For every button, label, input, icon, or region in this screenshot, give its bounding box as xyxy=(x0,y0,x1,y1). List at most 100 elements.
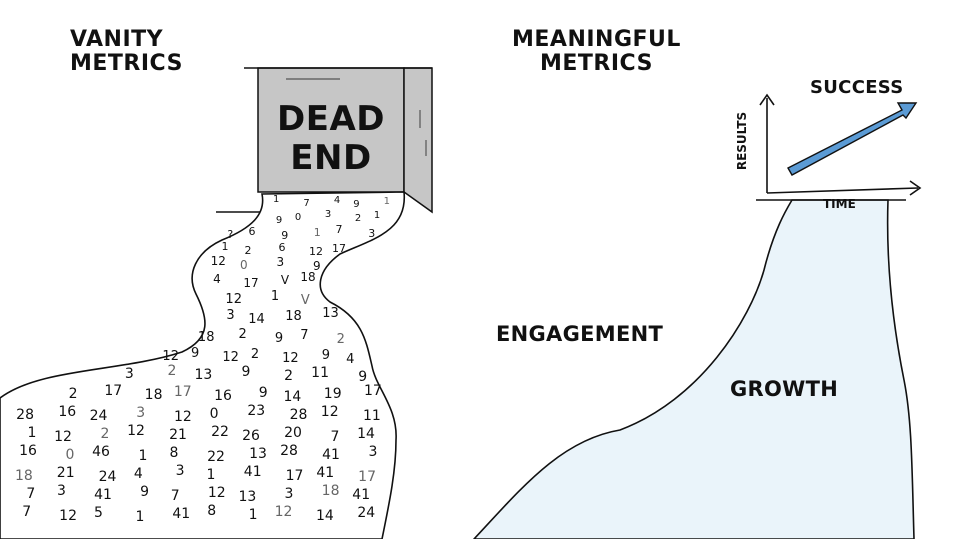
meaningful-metrics-heading: MEANINGFUL METRICS xyxy=(512,28,681,76)
stream-number: 1 xyxy=(384,196,390,207)
success-label: SUCCESS xyxy=(810,77,904,98)
stream-number: ? xyxy=(227,228,233,241)
stream-number: 16 xyxy=(19,443,37,459)
stream-number: 9 xyxy=(191,346,199,361)
stream-number: 18 xyxy=(285,309,302,324)
stream-number: 26 xyxy=(242,428,260,444)
stream-number: 17 xyxy=(104,383,122,399)
stream-number: 3 xyxy=(57,483,66,499)
wall-label-line: END xyxy=(290,138,372,178)
stream-number: 24 xyxy=(99,469,117,485)
stream-number: 18 xyxy=(322,483,340,499)
stream-number: 2 xyxy=(355,213,361,224)
stream-number: 7 xyxy=(22,504,31,520)
stream-number: 4 xyxy=(346,352,354,367)
stream-number: 41 xyxy=(94,487,112,503)
stream-number: 1 xyxy=(374,210,380,221)
stream-number: 12 xyxy=(127,423,145,439)
stream-number: 22 xyxy=(207,449,225,465)
heading-line: MEANINGFUL xyxy=(512,27,681,52)
stream-number: V xyxy=(301,293,310,308)
stream-number: 2 xyxy=(238,327,246,342)
stream-number: 2 xyxy=(284,368,293,384)
stream-number: 1 xyxy=(139,448,148,464)
stream-number: 12 xyxy=(174,409,192,425)
stream-number: 46 xyxy=(92,444,110,460)
stream-number: 41 xyxy=(322,447,340,463)
stream-number: 9 xyxy=(322,348,330,363)
stream-number: 7 xyxy=(303,198,309,209)
stream-number: 17 xyxy=(358,469,376,485)
stream-number: 9 xyxy=(242,364,251,380)
stream-number: 2 xyxy=(101,426,110,442)
stream-number: 12 xyxy=(321,404,339,420)
stream-number: 22 xyxy=(211,424,229,440)
stream-number: 17 xyxy=(243,276,258,290)
stream-number: 4 xyxy=(134,466,143,482)
stream-number: 4 xyxy=(213,272,221,286)
stream-number: 6 xyxy=(249,225,256,238)
stream-number: 18 xyxy=(15,468,33,484)
stream-number: 41 xyxy=(244,464,262,480)
stream-number: 11 xyxy=(311,365,329,381)
growth-path xyxy=(472,199,915,539)
stream-number: 2 xyxy=(167,363,176,379)
stream-number: 18 xyxy=(300,270,315,284)
mini-chart-x-axis xyxy=(766,187,919,194)
stream-number: 0 xyxy=(240,258,248,272)
stream-number: 8 xyxy=(207,503,216,519)
stream-number: 41 xyxy=(352,487,370,503)
stream-number: 2 xyxy=(69,386,78,402)
stream-number: 17 xyxy=(364,383,382,399)
stream-number: 1 xyxy=(271,289,279,304)
stream-number: 12 xyxy=(282,351,299,366)
number-stream-outline xyxy=(0,191,405,539)
stream-number: 12 xyxy=(225,292,242,307)
stream-number: 28 xyxy=(16,407,34,423)
stream-number: 12 xyxy=(208,485,226,501)
stream-number: 13 xyxy=(322,306,339,321)
wall-side-face xyxy=(403,67,433,214)
success-arrow xyxy=(787,102,918,176)
stream-number: 3 xyxy=(369,444,378,460)
stream-number: 4 xyxy=(334,195,340,206)
stream-number: 41 xyxy=(172,506,190,522)
stream-number: 1 xyxy=(249,507,258,523)
stream-number: 14 xyxy=(248,312,265,327)
stream-number: 1 xyxy=(314,226,321,239)
stream-number: 9 xyxy=(276,215,282,226)
stream-number: 0 xyxy=(295,212,301,223)
stream-number: 19 xyxy=(324,386,342,402)
stream-number: 3 xyxy=(226,308,234,323)
mini-chart xyxy=(759,93,922,196)
stream-number: 1 xyxy=(28,425,37,441)
stream-number: 16 xyxy=(214,388,232,404)
dead-end-wall xyxy=(216,67,433,214)
stream-number: 21 xyxy=(57,465,75,481)
stream-number: 3 xyxy=(276,255,284,269)
stream-number: 3 xyxy=(125,366,134,382)
stream-number: 9 xyxy=(353,199,359,210)
stream-number: 17 xyxy=(286,468,304,484)
stream-number: 3 xyxy=(176,463,185,479)
growth-label: GROWTH xyxy=(730,377,839,401)
stream-number: 24 xyxy=(90,408,108,424)
time-axis-label: TIME xyxy=(823,197,856,211)
stream-number: 14 xyxy=(316,508,334,524)
mini-chart-x-arrowhead xyxy=(909,180,922,196)
stream-number: 24 xyxy=(357,505,375,521)
stream-number: 14 xyxy=(283,389,301,405)
stream-number: 7 xyxy=(26,486,35,502)
stream-number: 3 xyxy=(136,405,145,421)
stream-number: 13 xyxy=(194,367,212,383)
stream-number: 0 xyxy=(66,447,75,463)
stream-number: 21 xyxy=(169,427,187,443)
stream-number: 13 xyxy=(249,446,267,462)
stream-number: 3 xyxy=(325,209,331,220)
heading-line: VANITY xyxy=(70,27,164,52)
stream-number: 7 xyxy=(331,429,340,445)
stream-number: 0 xyxy=(210,406,219,422)
stream-number: 3 xyxy=(368,227,375,240)
